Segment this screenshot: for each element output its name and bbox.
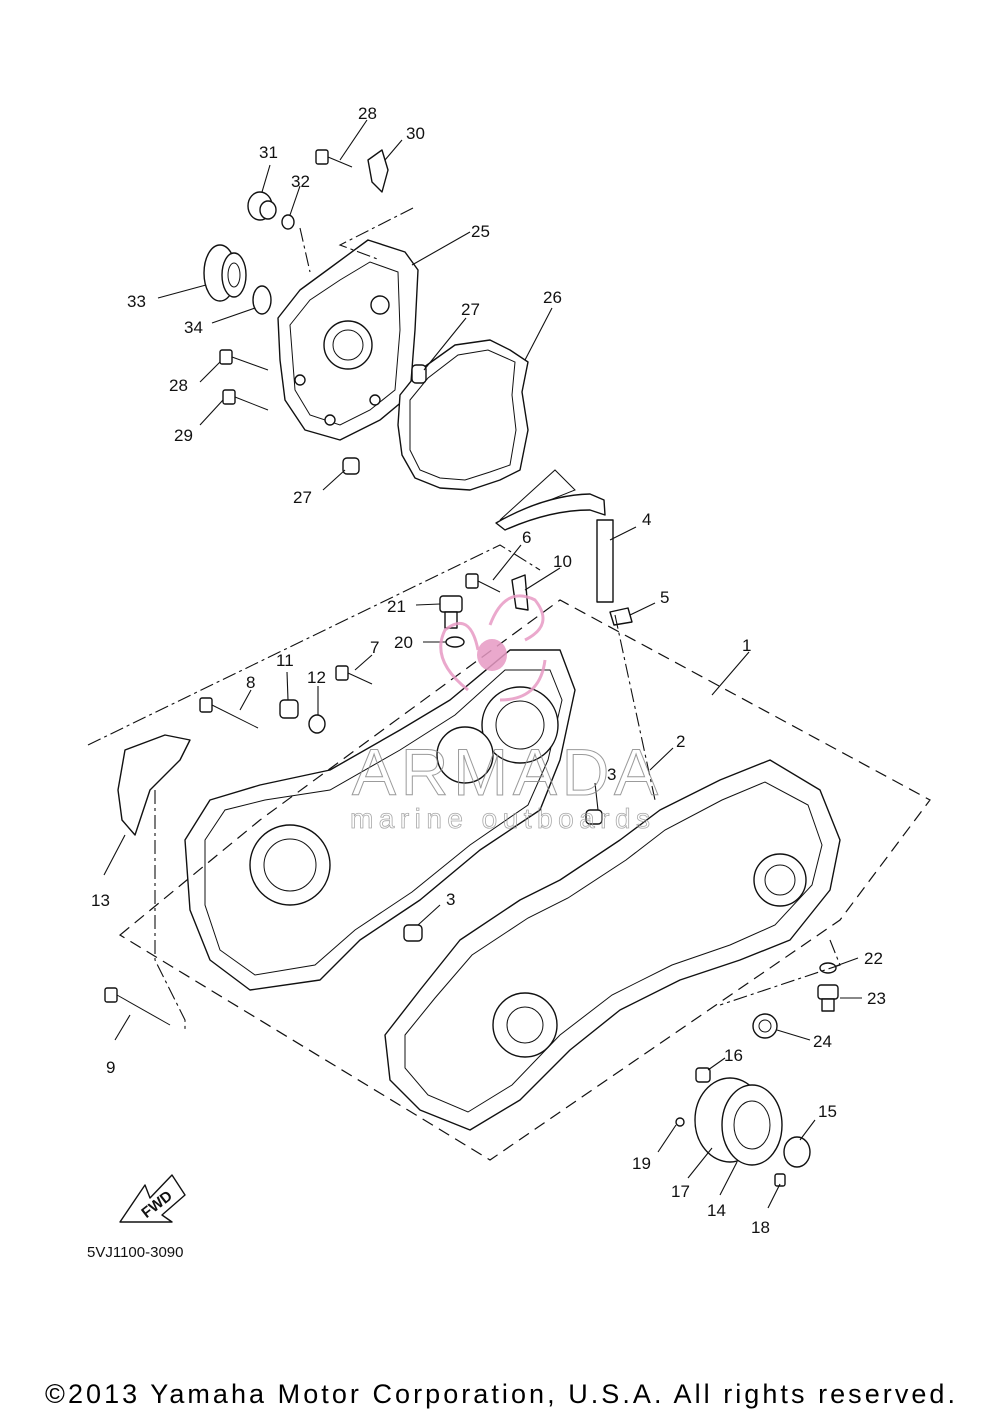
callout-32: 32 (291, 172, 310, 191)
copyright-notice: ©2013 Yamaha Motor Corporation, U.S.A. A… (45, 1379, 955, 1409)
bolt-6 (465, 573, 479, 589)
cap-31 (247, 191, 277, 221)
callout-17: 17 (671, 1182, 690, 1201)
callout-27a: 27 (461, 300, 480, 319)
callout-11: 11 (276, 651, 294, 670)
callout-21: 21 (387, 597, 406, 616)
callout-26: 26 (543, 288, 562, 307)
crankcase-cover-25 (277, 239, 419, 441)
callout-23: 23 (867, 989, 886, 1008)
leader-lines (103, 119, 862, 1209)
callout-4: 4 (642, 510, 651, 529)
callout-19: 19 (632, 1154, 651, 1173)
callout-24: 24 (813, 1032, 832, 1051)
watermark-brand: ARMADA (352, 735, 658, 809)
gasket-26 (397, 339, 529, 491)
oring-32 (281, 214, 295, 230)
callout-31: 31 (259, 143, 278, 162)
callout-27b: 27 (293, 488, 312, 507)
pipe-4 (596, 519, 614, 603)
callout-7: 7 (370, 638, 379, 657)
bolt-8 (199, 697, 213, 713)
hose-4 (495, 493, 606, 531)
bolts-28-29 (219, 149, 353, 411)
callout-8: 8 (246, 673, 255, 692)
oring-19 (675, 1117, 685, 1127)
plug-23 (817, 984, 839, 1012)
callout-2: 2 (676, 732, 685, 751)
oil-seal-24 (752, 1013, 778, 1039)
crankcase-left (184, 649, 576, 991)
fwd-arrow: FWD (119, 1174, 186, 1223)
callout-5: 5 (660, 588, 669, 607)
callout-25: 25 (471, 222, 490, 241)
callout-20: 20 (394, 633, 413, 652)
callout-3b: 3 (446, 890, 455, 909)
screw-18 (774, 1173, 786, 1187)
callout-9: 9 (106, 1058, 115, 1077)
callout-29: 29 (174, 426, 193, 445)
dowel-3-lower (403, 924, 423, 942)
callout-15: 15 (818, 1102, 837, 1121)
washer-12 (308, 714, 326, 734)
gasket-13 (117, 734, 191, 836)
oring-34 (252, 285, 272, 315)
callout-18: 18 (751, 1218, 770, 1237)
pin-16 (695, 1067, 711, 1083)
bolt-7 (335, 665, 349, 681)
oil-seal-33 (203, 244, 247, 302)
watermark-logo-icon (439, 594, 547, 702)
washer-22 (819, 962, 837, 974)
plug-21 (439, 595, 463, 629)
bolt-9 (104, 987, 118, 1003)
dowel-3-upper (585, 809, 603, 825)
callout-10: 10 (553, 552, 572, 571)
cover-17 (694, 1077, 783, 1166)
callout-22: 22 (864, 949, 883, 968)
callout-28a: 28 (358, 104, 377, 123)
callouts: 1 2 3 3 4 5 6 7 8 9 10 11 12 13 14 15 16… (91, 104, 886, 1237)
callout-3a: 3 (607, 765, 616, 784)
clip-10 (511, 574, 529, 611)
callout-6: 6 (522, 528, 531, 547)
callout-16: 16 (724, 1046, 743, 1065)
crankcase-right (384, 759, 841, 1131)
callout-34: 34 (184, 318, 203, 337)
clamp-5 (609, 607, 633, 626)
callout-12: 12 (307, 668, 326, 687)
clip-30 (367, 149, 389, 193)
callout-28b: 28 (169, 376, 188, 395)
diagram-code: 5VJ1100-3090 (87, 1244, 183, 1261)
callout-30: 30 (406, 124, 425, 143)
dowel-pins-27 (342, 364, 427, 475)
washer-20 (445, 636, 465, 648)
callout-14: 14 (707, 1201, 726, 1220)
callout-1: 1 (742, 636, 751, 655)
plug-11 (279, 699, 299, 719)
watermark: ARMADA marine outboards (350, 594, 659, 834)
oil-seal-15 (783, 1136, 811, 1168)
callout-33: 33 (127, 292, 146, 311)
callout-13: 13 (91, 891, 110, 910)
